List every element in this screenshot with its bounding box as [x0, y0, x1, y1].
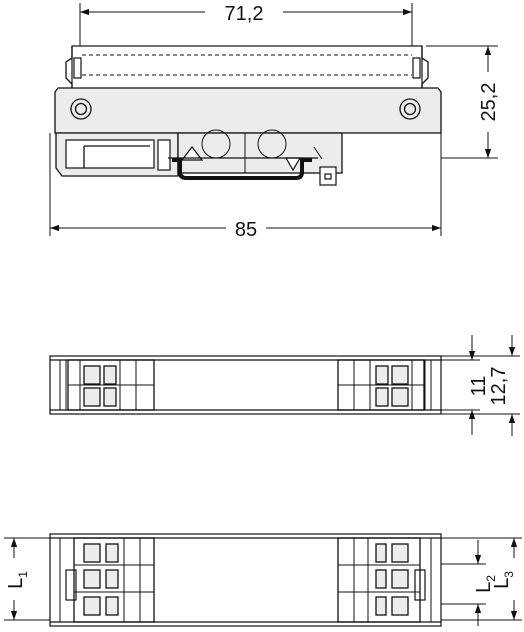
- dimension-l1-sub: 1: [16, 571, 30, 578]
- svg-text:L1: L1: [5, 571, 30, 589]
- side-view: 71,2: [49, 3, 500, 241]
- dimension-l2-sub: 2: [484, 575, 498, 582]
- dimension-inner-width-label: 11: [468, 376, 490, 397]
- dimension-l2: L2: [473, 540, 498, 626]
- svg-text:L3: L3: [491, 571, 516, 589]
- dimension-overall-width: 85: [50, 219, 441, 241]
- dimension-l2-letter: L: [473, 582, 495, 593]
- dimension-top-width: 71,2: [80, 3, 412, 25]
- dimension-outer-width: 12,7: [488, 335, 516, 436]
- dimension-outer-width-label: 12,7: [488, 367, 510, 406]
- dimension-overall-width-label: 85: [235, 219, 257, 241]
- dimension-l3-letter: L: [491, 578, 513, 589]
- dimension-l1-letter: L: [5, 578, 27, 589]
- dimension-inner-width: 11: [468, 335, 490, 435]
- dimension-l3: L3: [491, 538, 518, 620]
- svg-text:L2: L2: [473, 575, 498, 593]
- top-view: 11 12,7: [49, 335, 520, 436]
- dimension-height: 25,2: [478, 46, 500, 158]
- dimension-top-width-label: 71,2: [225, 3, 264, 25]
- bottom-view: L1 L2 L3: [4, 533, 522, 627]
- dimension-height-label: 25,2: [478, 83, 500, 122]
- dimension-l3-sub: 3: [502, 571, 516, 578]
- dimension-l1: L1: [5, 538, 30, 620]
